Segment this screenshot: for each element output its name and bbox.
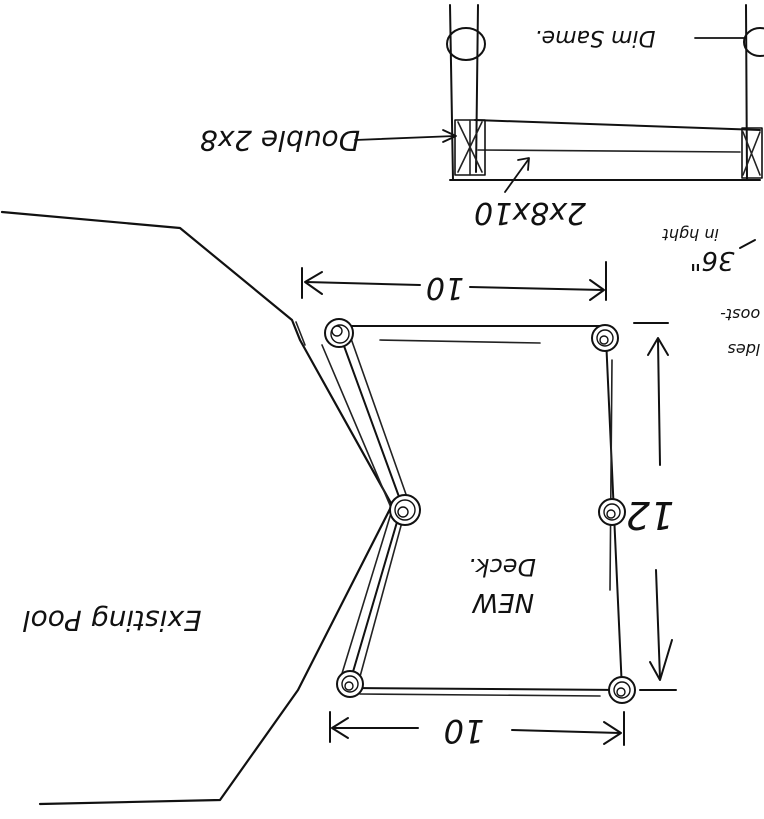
new-deck-label-line2: Deck. [468,553,536,581]
pool-edge-tick [295,321,306,346]
beam-leader [504,159,529,193]
left-post-line [449,4,454,181]
left-post-line-2 [475,4,479,173]
dim-right-arrows [633,322,677,691]
dim-bottom-arrows [329,711,625,746]
beam-arrow [517,157,530,171]
rail-height-label-1: 36" [689,245,734,275]
rail-top [474,119,761,131]
double-joist-label: Double 2x8 [200,124,360,157]
right-post-line [745,4,748,181]
rail-height-label-2: in hght [662,225,719,244]
dim-top-label: 10 [426,270,464,305]
deck-left-edge-2 [321,344,393,681]
right-post-cap [743,27,764,57]
right-joist-box [741,127,763,179]
deck-bottom-edge-2 [359,693,601,697]
post-top-left [324,318,354,348]
rail-mid [477,149,741,153]
post-mid-right [598,498,626,526]
left-joist-hatch [457,119,483,176]
pool-edge [0,210,394,806]
post-top-right [591,324,619,352]
elevation-detail [354,4,764,193]
post-bottom-left [336,670,364,698]
dim-bottom-label: 10 [444,712,485,750]
side-note-2: oost- [720,305,760,324]
right-joist-hatch [742,131,761,176]
beam-label: 2x8x10 [474,195,586,230]
left-post-cap [446,27,486,61]
double-joist-leader [354,135,456,141]
post-mid-left [389,494,421,526]
rail-note-leader [739,239,756,249]
side-note-1: ldes [728,340,761,359]
dim-same-label: Dim Same. [535,25,656,50]
dim-top-arrows [301,261,607,301]
pool-outline [0,210,394,806]
pool-label: Existing Pool [23,604,202,637]
faint-line [379,339,541,344]
new-deck-label-line1: NEW [471,587,534,617]
post-bottom-right [608,676,636,704]
double-joist-arrow [442,129,457,143]
dim-right-label: 12 [626,493,674,537]
deck-bottom-edge [349,687,623,691]
deck-right-edge-2 [609,359,613,591]
deck-plan [301,239,756,746]
